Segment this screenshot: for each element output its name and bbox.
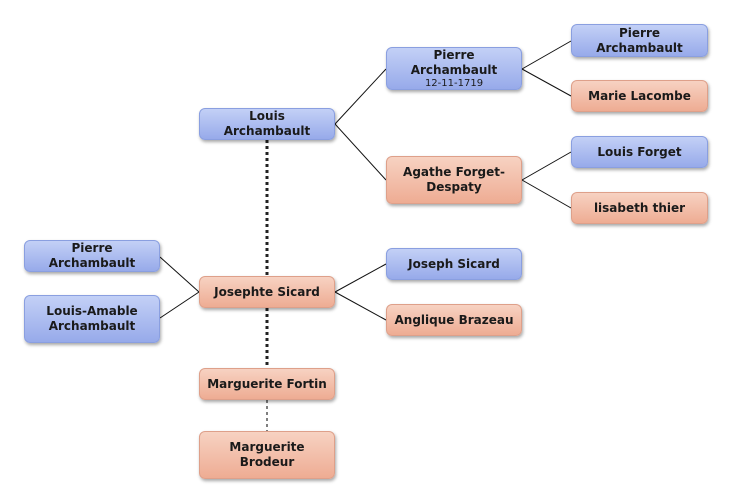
link-louis-amable-to-josephte [159,291,200,319]
person-node-joseph-sicard[interactable]: Joseph Sicard [386,248,522,280]
person-name: Josephte Sicard [214,284,320,299]
person-date: 12-11-1719 [424,77,484,89]
person-name: Pierre Archambault [410,47,498,77]
person-name: Marguerite Brodeur [229,440,305,469]
person-name: Marie Lacombe [588,88,691,103]
person-name: Marguerite Fortin [207,376,327,391]
person-node-louis-amable-archambault[interactable]: Louis-Amable Archambault [24,295,160,343]
person-node-pierre-archambault-grandparent[interactable]: Pierre Archambault [571,24,708,57]
person-node-louis-archambault[interactable]: Louis Archambault [199,108,335,140]
link-pierre-to-pierre-gp [521,40,572,70]
person-name: Agathe Forget-Despaty [403,165,505,194]
person-name: lisabeth thier [593,200,686,215]
person-node-josephte-sicard[interactable]: Josephte Sicard [199,276,335,308]
person-node-louis-forget[interactable]: Louis Forget [571,136,708,168]
person-node-pierre-archambault-1719[interactable]: Pierre Archambault 12-11-1719 [386,47,522,90]
link-agathe-to-lisabeth [521,179,572,209]
person-node-pierre-archambault-child[interactable]: Pierre Archambault [24,240,160,272]
person-name: Pierre Archambault [596,25,683,55]
link-louis-to-pierre [334,68,387,125]
link-josephte-to-joseph [334,263,387,293]
link-louis-to-agathe [334,123,387,181]
person-name: Anglique Brazeau [394,312,514,327]
link-josephte-to-anglique [334,291,387,321]
person-name: Joseph Sicard [408,256,500,271]
person-name: Louis-Amable Archambault [46,304,138,333]
person-node-marguerite-brodeur[interactable]: Marguerite Brodeur [199,431,335,479]
person-node-lisabeth-thier[interactable]: lisabeth thier [571,192,708,224]
link-pierre-child-to-josephte [159,256,200,293]
person-name: Pierre Archambault [48,241,136,270]
person-node-agathe-forget-despaty[interactable]: Agathe Forget-Despaty [386,156,522,204]
person-node-anglique-brazeau[interactable]: Anglique Brazeau [386,304,522,336]
person-name: Louis Forget [597,144,682,159]
link-pierre-to-marie [521,68,572,97]
person-node-marguerite-fortin[interactable]: Marguerite Fortin [199,368,335,400]
person-node-marie-lacombe[interactable]: Marie Lacombe [571,80,708,112]
person-name: Louis Archambault [223,109,311,138]
link-agathe-to-louis-forget [521,151,572,181]
